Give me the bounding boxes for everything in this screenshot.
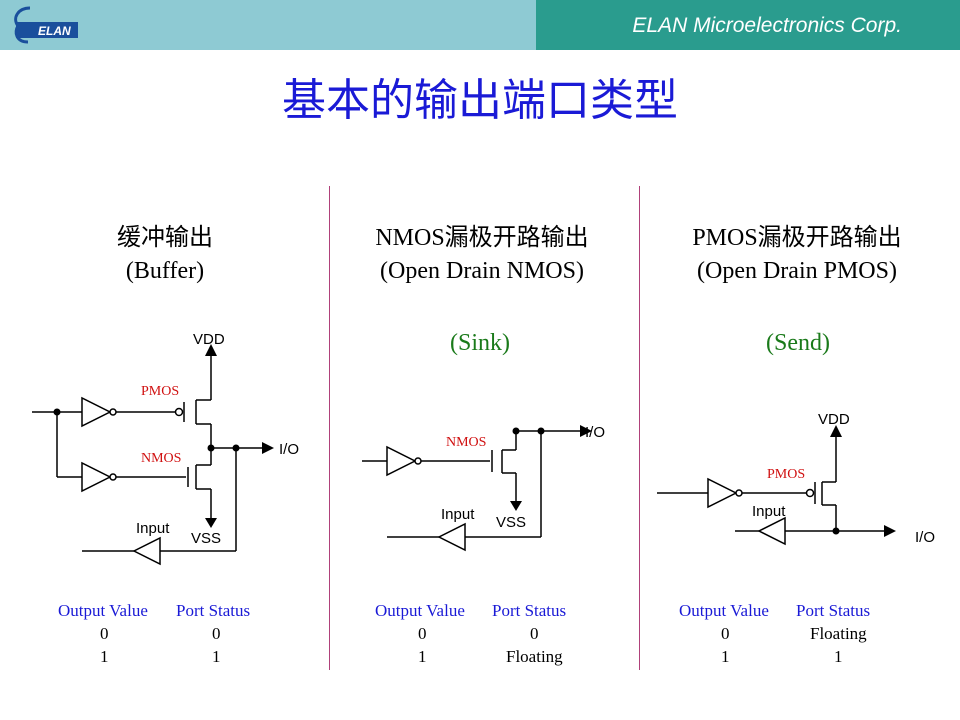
input-label: Input bbox=[136, 520, 170, 537]
nmos-title: NMOS漏极开路输出 bbox=[375, 225, 589, 251]
buffer-column-heading: 缓冲输出 (Buffer) bbox=[65, 222, 265, 288]
table-header: Port Status bbox=[176, 601, 251, 620]
pmos-column-heading: PMOS漏极开路输出 (Open Drain PMOS) bbox=[677, 222, 917, 288]
header-bar-left bbox=[0, 0, 536, 50]
vdd-label: VDD bbox=[818, 411, 850, 428]
table-cell: 1 bbox=[100, 647, 109, 666]
vdd-label: VDD bbox=[193, 331, 225, 348]
nmos-label: NMOS bbox=[446, 435, 486, 450]
input-label: Input bbox=[441, 506, 475, 523]
nmos-label: NMOS bbox=[141, 451, 181, 466]
logo-bar bbox=[16, 22, 78, 38]
io-label: I/O bbox=[915, 529, 935, 546]
company-name: ELAN Microelectronics Corp. bbox=[632, 14, 902, 37]
vss-label: VSS bbox=[191, 530, 221, 547]
table-header: Output Value bbox=[58, 601, 148, 620]
pmos-title: PMOS漏极开路输出 bbox=[692, 225, 902, 251]
table-cell: 0 bbox=[100, 624, 109, 643]
table-header: Port Status bbox=[492, 601, 567, 620]
table-cell: 1 bbox=[418, 647, 427, 666]
table-cell: 1 bbox=[834, 647, 843, 666]
io-label: I/O bbox=[279, 441, 299, 458]
pmos-label: PMOS bbox=[767, 467, 805, 482]
buffer-subtitle: (Buffer) bbox=[125, 258, 205, 284]
input-label: Input bbox=[752, 503, 786, 520]
table-cell: 0 bbox=[530, 624, 539, 643]
nmos-subtitle: (Open Drain NMOS) bbox=[380, 258, 584, 284]
elan-logo: ELAN bbox=[14, 6, 78, 44]
table-header: Port Status bbox=[796, 601, 871, 620]
logo-swoosh bbox=[14, 6, 31, 44]
table-header: Output Value bbox=[375, 601, 465, 620]
vss-label: VSS bbox=[496, 514, 526, 531]
pmos-subtitle: (Open Drain PMOS) bbox=[697, 258, 897, 284]
buffer-title: 缓冲输出 bbox=[117, 225, 213, 251]
table-cell: 0 bbox=[721, 624, 730, 643]
table-cell: 1 bbox=[721, 647, 730, 666]
pmos-label: PMOS bbox=[141, 384, 179, 399]
sink-label: (Sink) bbox=[450, 330, 510, 356]
logo-text: ELAN bbox=[38, 24, 71, 38]
io-label: I/O bbox=[585, 424, 605, 441]
table-cell: 1 bbox=[212, 647, 221, 666]
column-divider-2 bbox=[639, 186, 640, 670]
table-cell: 0 bbox=[212, 624, 221, 643]
nmos-column-heading: NMOS漏极开路输出 (Open Drain NMOS) bbox=[362, 222, 602, 288]
table-cell: 0 bbox=[418, 624, 427, 643]
table-header: Output Value bbox=[679, 601, 769, 620]
table-cell: Floating bbox=[810, 624, 867, 643]
table-cell: Floating bbox=[506, 647, 563, 666]
send-label: (Send) bbox=[766, 330, 830, 356]
header-bar-right: ELAN Microelectronics Corp. bbox=[536, 0, 960, 50]
column-divider-1 bbox=[329, 186, 330, 670]
page-title: 基本的输出端口类型 bbox=[282, 75, 678, 126]
